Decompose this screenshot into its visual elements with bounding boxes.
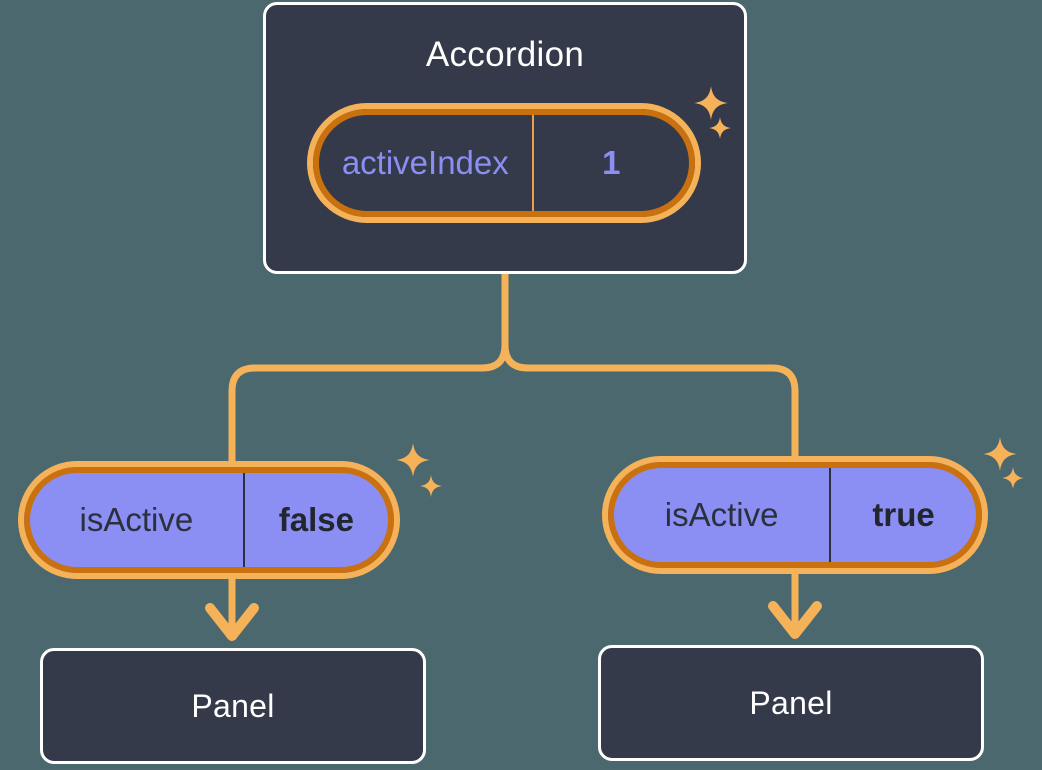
component-title-panel: Panel [191,687,275,724]
sparkle-icon [694,86,728,120]
connector-root-to-branches [228,270,799,466]
arrowhead-left [205,603,259,641]
state-pill-is-active-true[interactable]: isActive true [602,456,988,574]
state-pill-is-active-false[interactable]: isActive false [18,461,400,579]
component-card-panel-left[interactable]: Panel [40,648,426,764]
arrowhead-right [768,601,822,639]
component-title-panel: Panel [749,684,833,721]
state-value-label: 1 [602,144,621,181]
state-pill-active-index[interactable]: activeIndex 1 [307,103,701,223]
sparkle-icon [1002,467,1024,489]
state-pill-body: activeIndex 1 [319,115,689,211]
sparkle-icon [709,117,731,139]
sparkle-icon [983,437,1017,471]
state-key-label: isActive [30,473,245,567]
state-value-label: true [872,496,935,533]
state-pill-body: isActive true [614,468,976,562]
state-key-label: activeIndex [319,115,534,211]
component-title-accordion: Accordion [425,35,585,74]
sparkle-icon [396,443,430,477]
state-key-label: isActive [614,468,832,562]
state-value-label: false [278,501,354,538]
state-pill-body: isActive false [30,473,388,567]
component-card-panel-right[interactable]: Panel [598,645,984,761]
sparkle-icon [420,475,442,497]
